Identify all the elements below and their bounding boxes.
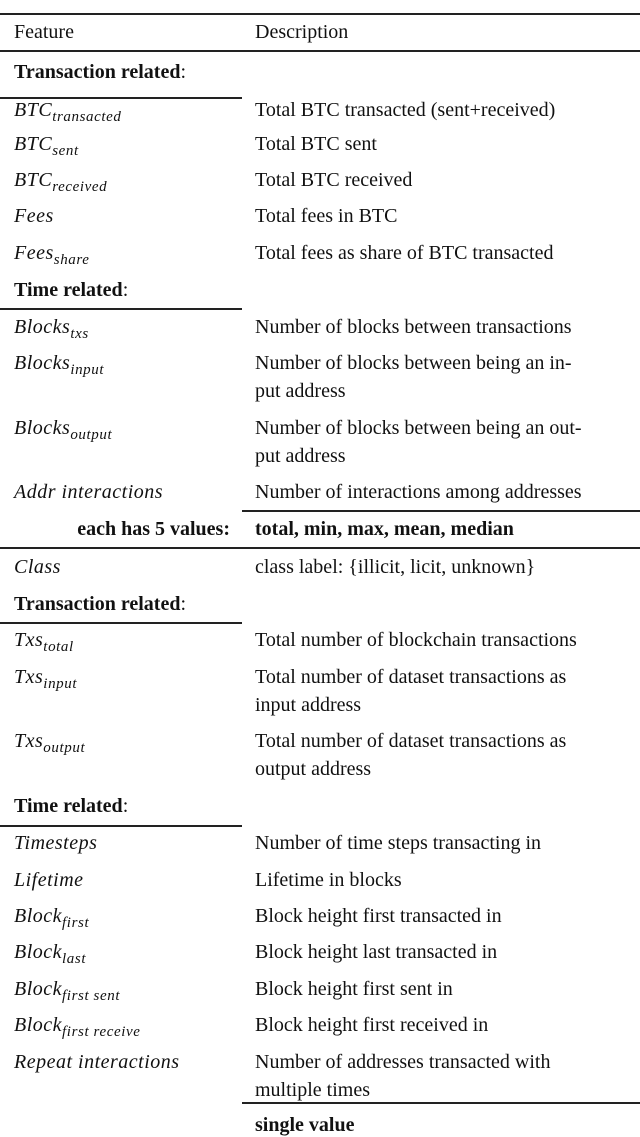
feature-subscript: last: [62, 951, 87, 967]
feature-subscript: first: [62, 915, 90, 931]
section-heading: Transaction related:: [14, 61, 187, 83]
feature-description: Block height first received in: [255, 1014, 489, 1036]
feature-name: Txsinput: [14, 666, 78, 692]
feature-name: Blocklast: [14, 941, 87, 967]
feature-description: output address: [255, 758, 372, 780]
feature-subscript: share: [53, 252, 90, 268]
summary-value: total, min, max, mean, median: [255, 518, 514, 540]
table-rule: [0, 97, 242, 99]
feature-description: Total number of blockchain transactions: [255, 629, 577, 651]
feature-subscript: first sent: [62, 988, 121, 1004]
feature-description: Total number of dataset transactions as: [255, 730, 567, 752]
section-label: Transaction related: [14, 593, 181, 615]
table-rule: [242, 1102, 640, 1104]
feature-name: Txsoutput: [14, 730, 86, 756]
feature-name: Blockstxs: [14, 316, 89, 342]
summary-label: each has 5 values:: [77, 518, 230, 540]
top-rule: [0, 13, 640, 15]
summary-value: single value: [255, 1114, 355, 1136]
feature-description: put address: [255, 380, 346, 402]
section-label: Transaction related: [14, 61, 181, 83]
feature-name: BTCtransacted: [14, 99, 122, 125]
section-heading: Time related:: [14, 795, 129, 817]
feature-description: Lifetime in blocks: [255, 869, 402, 891]
section-heading: Time related:: [14, 279, 129, 301]
feature-subscript: input: [43, 676, 78, 692]
feature-subscript: input: [70, 362, 105, 378]
feature-description: Block height first transacted in: [255, 905, 502, 927]
feature-description: Total fees in BTC: [255, 205, 398, 227]
feature-name: Fees: [14, 205, 54, 227]
feature-name: Blocksoutput: [14, 417, 113, 443]
feature-description: Block height first sent in: [255, 978, 453, 1000]
feature-description: Total BTC sent: [255, 133, 377, 155]
feature-description: Number of addresses transacted with: [255, 1051, 551, 1073]
feature-subscript: sent: [52, 143, 79, 159]
feature-description: input address: [255, 694, 362, 716]
section-heading: Transaction related:: [14, 593, 187, 615]
feature-name: Txstotal: [14, 629, 74, 655]
feature-description: Number of blocks between being an out-: [255, 417, 582, 439]
header-feature: Feature: [14, 21, 74, 43]
feature-name: Blockfirst: [14, 905, 90, 931]
feature-description: Total fees as share of BTC transacted: [255, 242, 554, 264]
feature-name: Lifetime: [14, 869, 84, 891]
feature-name: Blockfirst sent: [14, 978, 121, 1004]
feature-subscript: first receive: [62, 1024, 141, 1040]
feature-description: Total number of dataset transactions as: [255, 666, 567, 688]
table-rule: [0, 622, 242, 624]
feature-description: multiple times: [255, 1079, 370, 1101]
feature-subscript: received: [52, 179, 108, 195]
feature-name: Blockfirst receive: [14, 1014, 141, 1040]
header-description: Description: [255, 21, 349, 43]
feature-description: Total BTC transacted (sent+received): [255, 99, 556, 121]
feature-name: Feesshare: [14, 242, 90, 268]
table-rule: [0, 547, 640, 549]
feature-name: Repeat interactions: [14, 1051, 180, 1073]
feature-name: Timesteps: [14, 832, 98, 854]
section-label: Time related: [14, 279, 123, 301]
table-rule: [242, 510, 640, 512]
feature-subscript: total: [43, 639, 74, 655]
table-rule: [0, 308, 242, 310]
section-label: Time related: [14, 795, 123, 817]
feature-description: class label: {illicit, licit, unknown}: [255, 556, 536, 578]
feature-name: Blocksinput: [14, 352, 105, 378]
feature-description: put address: [255, 445, 346, 467]
feature-description: Total BTC received: [255, 169, 413, 191]
feature-subscript: transacted: [52, 109, 122, 125]
feature-name: Addr interactions: [14, 481, 164, 503]
feature-subscript: output: [70, 427, 113, 443]
table-rule: [0, 825, 242, 827]
feature-subscript: output: [43, 740, 86, 756]
feature-subscript: txs: [70, 326, 89, 342]
header-rule: [0, 50, 640, 52]
feature-description: Block height last transacted in: [255, 941, 498, 963]
feature-name: Class: [14, 556, 61, 578]
feature-description: Number of interactions among addresses: [255, 481, 582, 503]
feature-name: BTCsent: [14, 133, 79, 159]
feature-description: Number of time steps transacting in: [255, 832, 542, 854]
feature-name: BTCreceived: [14, 169, 108, 195]
feature-description: Number of blocks between being an in-: [255, 352, 572, 374]
feature-description: Number of blocks between transactions: [255, 316, 572, 338]
